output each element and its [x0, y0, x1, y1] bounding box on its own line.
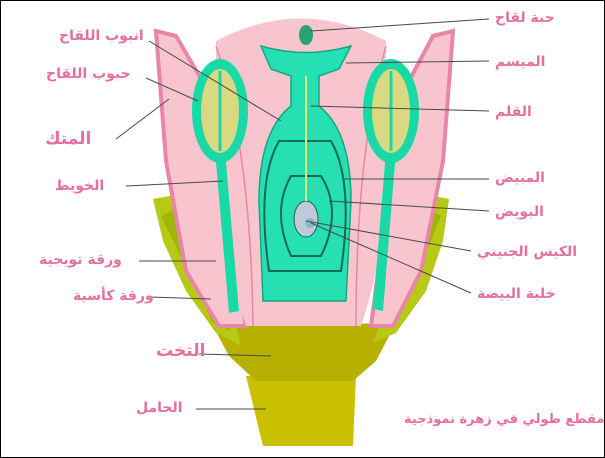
- label-sepal: ورقة كأسية: [73, 289, 154, 303]
- label-ovule: البويض: [495, 205, 544, 219]
- pistil: [259, 25, 351, 301]
- label-pollen-grains: حبوب اللقاح: [46, 67, 131, 81]
- label-petal: ورقة تويجية: [39, 253, 122, 267]
- label-pedicel: الحامل: [136, 401, 183, 415]
- label-egg-cell: خلية البيضة: [477, 287, 556, 301]
- label-embryo-sac: الكيس الجنيني: [477, 245, 577, 259]
- label-filament: الخويط: [55, 179, 104, 193]
- pedicel-shape: [246, 376, 356, 446]
- label-anther: المتك: [45, 131, 91, 148]
- receptacle-shape: [213, 323, 396, 381]
- label-stigma: الميسم: [495, 55, 545, 69]
- egg-cell-shape: [305, 218, 315, 228]
- label-receptacle: التخت: [156, 343, 205, 360]
- pollen-grain-shape: [299, 25, 313, 45]
- diagram-caption: مقطع طولي في زهرة نموذجية: [404, 413, 604, 426]
- label-pollen-grain: حبة لقاح: [495, 11, 555, 25]
- label-ovary: المبيض: [495, 171, 545, 185]
- embryo-sac-shape: [294, 201, 318, 237]
- label-pollen-tube: انبوب اللقاح: [59, 29, 144, 43]
- label-style: القلم: [495, 105, 532, 119]
